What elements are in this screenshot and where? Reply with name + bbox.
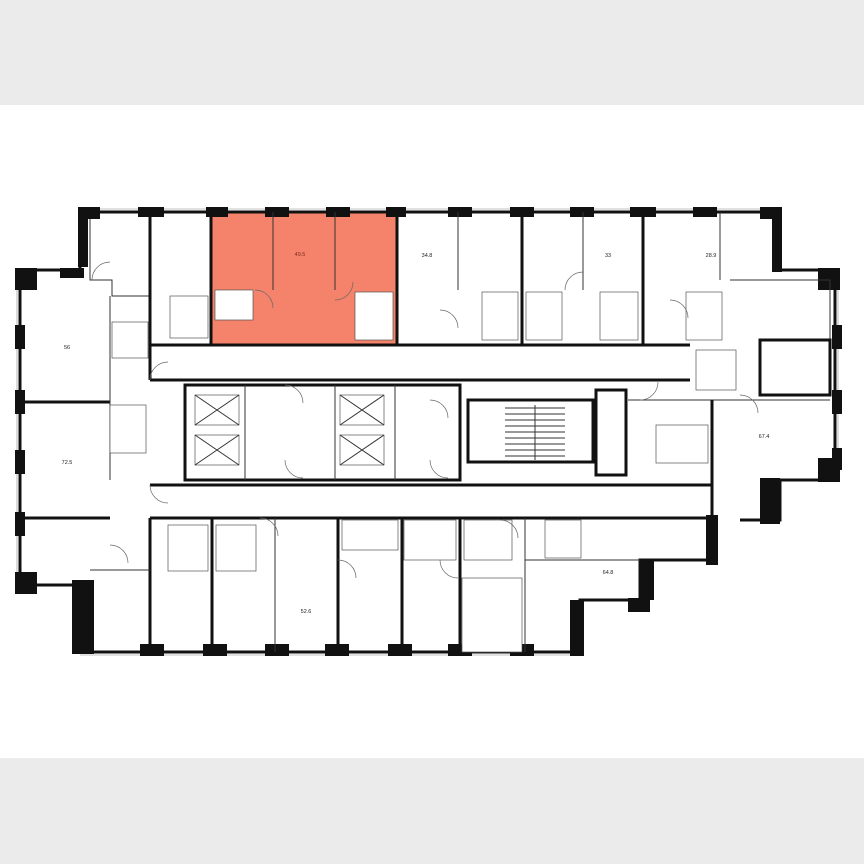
apartment-area-label[interactable]: 33 (605, 253, 611, 259)
apartment-area-label[interactable]: 52.6 (301, 609, 312, 615)
apartment-area-label[interactable]: 56 (64, 345, 70, 351)
corridor-core (148, 343, 712, 520)
wing-walls (20, 296, 830, 520)
floor-plan-panel: 49.5 34.8 33 28.9 56 72.5 67.4 52.6 64.8 (0, 105, 864, 758)
floor-plan: 49.5 34.8 33 28.9 56 72.5 67.4 52.6 64.8 (15, 207, 842, 656)
top-apartment-walls (111, 212, 832, 464)
apartment-area-label[interactable]: 67.4 (759, 434, 770, 440)
door-swings (91, 261, 759, 579)
bottom-apartment-walls (90, 518, 640, 653)
apartment-area-label[interactable]: 28.9 (706, 253, 717, 259)
apartment-area-label[interactable]: 72.5 (62, 460, 73, 466)
apartment-area-label[interactable]: 64.8 (603, 570, 614, 576)
apartment-area-label[interactable]: 34.8 (422, 253, 433, 259)
area-labels: 49.5 34.8 33 28.9 56 72.5 67.4 52.6 64.8 (62, 252, 770, 615)
apartment-area-label[interactable]: 49.5 (295, 252, 306, 258)
